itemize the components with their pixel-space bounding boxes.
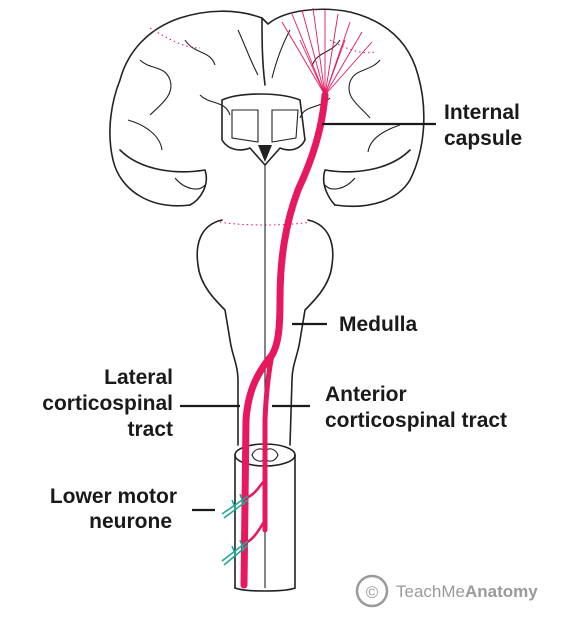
label-anterior-tract-line2: corticospinal tract xyxy=(325,409,507,432)
label-lateral-tract-line2: corticospinal xyxy=(42,392,173,415)
label-lateral-tract: Lateral xyxy=(104,366,173,389)
cortical-fibres xyxy=(281,7,373,96)
copyright-icon xyxy=(355,574,389,608)
leader-lines xyxy=(180,122,436,512)
lower-motor-neurone-icon xyxy=(221,493,249,566)
label-lower-motor-neurone-line2: neurone xyxy=(89,510,172,533)
watermark-brand-bold: Anatomy xyxy=(465,582,538,601)
label-internal-capsule-line2: capsule xyxy=(444,127,522,150)
brain-outline xyxy=(109,8,425,226)
watermark-text: TeachMeAnatomy xyxy=(396,582,538,601)
corticospinal-tract xyxy=(240,91,329,589)
lateral-tract-line xyxy=(240,351,276,589)
label-lateral-tract-line3: tract xyxy=(127,418,173,441)
label-medulla: Medulla xyxy=(339,313,417,336)
copyright-symbol: © xyxy=(366,583,379,602)
label-anterior-tract: Anterior xyxy=(325,383,407,406)
watermark-brand-regular: TeachMe xyxy=(396,582,465,601)
watermark: © TeachMeAnatomy xyxy=(355,574,538,608)
anterior-tract-line xyxy=(262,352,275,533)
label-lower-motor-neurone: Lower motor xyxy=(50,485,177,508)
label-internal-capsule: Internal xyxy=(444,101,520,124)
